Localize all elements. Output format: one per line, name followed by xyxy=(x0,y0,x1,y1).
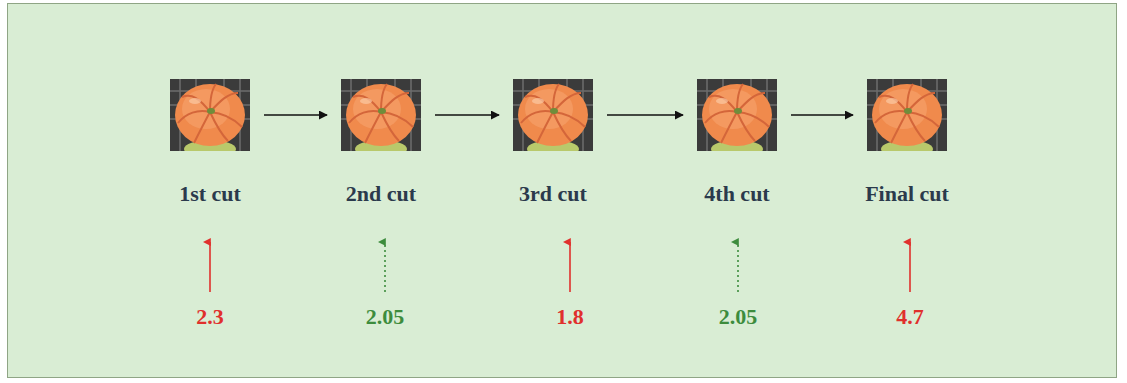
score-number: 2.3 xyxy=(196,304,224,330)
score-number: 1.8 xyxy=(556,304,584,330)
image-box: 1st cut xyxy=(170,79,250,151)
pumpkin-photo xyxy=(867,79,947,158)
score-arrow xyxy=(569,242,571,292)
pumpkin-photo xyxy=(341,79,421,158)
pumpkin-photo xyxy=(697,79,777,158)
flow-arrow xyxy=(607,114,683,115)
step-caption: 4th cut xyxy=(704,181,769,207)
image-box: 4th cut xyxy=(697,79,777,151)
step-caption: Final cut xyxy=(865,181,949,207)
score-number: 4.7 xyxy=(896,304,924,330)
step-caption: 3rd cut xyxy=(519,181,587,207)
pumpkin-photo xyxy=(170,79,250,158)
flow-arrow xyxy=(264,114,327,115)
flow-arrow xyxy=(791,114,853,115)
score-arrow xyxy=(384,242,386,292)
flow-arrow xyxy=(435,114,499,115)
image-box: 3rd cut xyxy=(513,79,593,151)
score-arrow xyxy=(909,242,911,292)
score-arrow xyxy=(737,242,739,292)
image-box: 2nd cut xyxy=(341,79,421,151)
step-caption: 2nd cut xyxy=(346,181,416,207)
pumpkin-photo xyxy=(513,79,593,158)
step-caption: 1st cut xyxy=(179,181,241,207)
score-number: 2.05 xyxy=(719,304,758,330)
image-box: Final cut xyxy=(867,79,947,151)
score-arrow xyxy=(209,242,211,292)
score-number: 2.05 xyxy=(366,304,405,330)
